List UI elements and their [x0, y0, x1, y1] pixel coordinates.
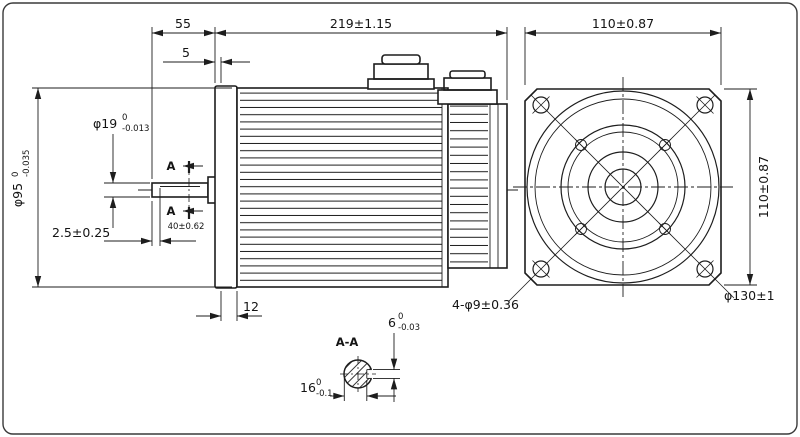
- dim-shaft-length-55: 55: [151, 16, 216, 179]
- dim-5-text: 5: [182, 45, 190, 60]
- motor-body: [236, 87, 449, 288]
- dim-across-flats-16: 16 0 -0.1: [300, 378, 396, 401]
- dim-2p5-text: 2.5±0.25: [52, 225, 110, 240]
- phi95-sup: 0: [11, 172, 21, 177]
- dim-219-text: 219±1.15: [330, 16, 392, 31]
- dim-6-sup: 0: [398, 312, 403, 322]
- dim-flange-height-110: 110±0.87: [724, 88, 771, 286]
- section-title: A-A: [336, 335, 359, 349]
- dim-keyway-offset: 2.5±0.25: [52, 188, 196, 246]
- rear-housing: [447, 103, 508, 269]
- dim-110-right-text: 110±0.87: [756, 156, 771, 218]
- section-mark-top: A: [167, 159, 176, 173]
- dim-55-text: 55: [175, 16, 191, 31]
- front-view: 110±0.87 110±0.87 4-φ9±0.36 φ130±1: [452, 16, 775, 312]
- dim-shaft-diameter-phi19: φ19 0 -0.013: [93, 113, 150, 228]
- dim-12-text: 12: [243, 299, 259, 314]
- dim-flange-thickness-12: 12: [196, 291, 262, 321]
- encoder-connector: [437, 70, 498, 105]
- dim-body-diameter-phi95: φ95 0 -0.035: [10, 87, 232, 288]
- section-mark-bottom: A: [167, 204, 176, 218]
- front-flange-plate: [214, 85, 238, 289]
- dim-body-length-219: 219±1.15: [215, 16, 508, 100]
- dim-keyway-length: 40±0.62: [168, 222, 205, 232]
- power-connector: [367, 54, 435, 90]
- mounting-holes: [532, 96, 714, 278]
- label-bolt-circle: φ130±1: [724, 288, 775, 303]
- label-mount-holes: 4-φ9±0.36: [452, 297, 519, 312]
- side-view: A A 40±0.62 55 219±1.15 5 φ19: [10, 16, 518, 321]
- shaft-cross-section: [340, 356, 376, 392]
- cap-screws: [574, 138, 672, 236]
- diagonal-leader-lines: [508, 94, 735, 302]
- phi95-sub: -0.035: [22, 150, 32, 177]
- phi19-main: φ19: [93, 116, 117, 131]
- dim-6-main: 6: [388, 315, 396, 330]
- dim-6-sub: -0.03: [398, 323, 420, 333]
- dim-flange-width-110: 110±0.87: [524, 16, 722, 85]
- dim-16-sub: -0.1: [316, 389, 333, 399]
- dim-key-width-6: 6 0 -0.03: [373, 312, 420, 402]
- rear-fins: [450, 105, 488, 267]
- dim-110-top-text: 110±0.87: [592, 16, 654, 31]
- dim-16-main: 16: [300, 380, 316, 395]
- dim-16-sup: 0: [316, 378, 321, 388]
- phi19-sub: -0.013: [122, 124, 149, 134]
- concentric-circles: [526, 90, 720, 284]
- section-view: A-A 6 0 -0.03 16 0 -0.1: [300, 312, 420, 402]
- motor-shaft: [151, 176, 217, 204]
- phi19-sup: 0: [122, 113, 127, 123]
- section-cut-marks: A A 40±0.62: [167, 159, 205, 232]
- dim-spigot-5: 5: [163, 45, 250, 83]
- cooling-fins: [240, 89, 442, 286]
- phi95-main: φ95: [10, 183, 25, 207]
